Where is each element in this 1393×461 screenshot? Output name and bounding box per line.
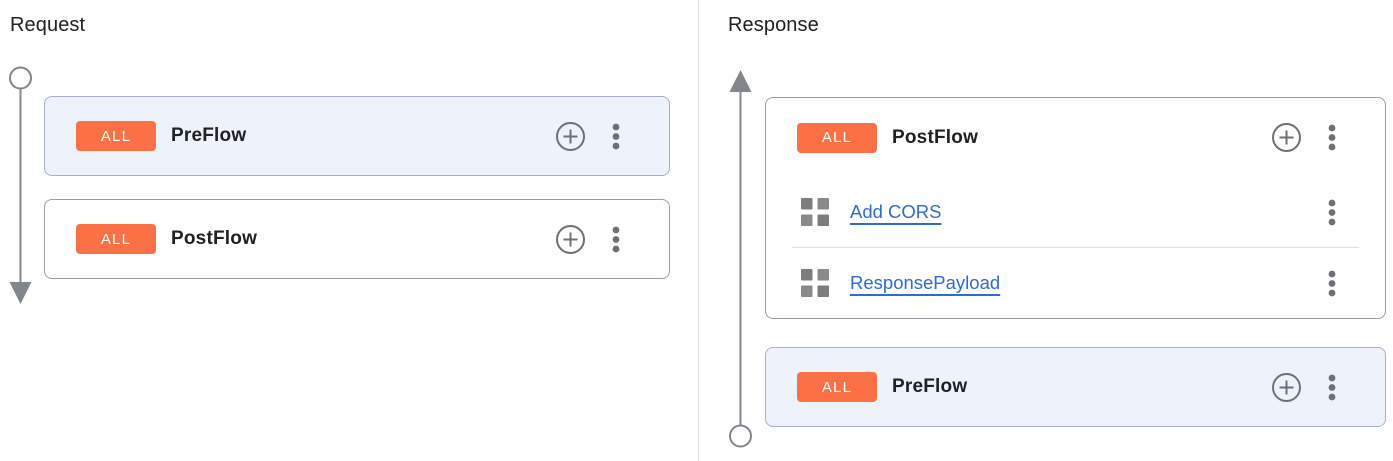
- add-policy-button[interactable]: [555, 121, 586, 152]
- more-options-button[interactable]: [1327, 374, 1337, 401]
- more-options-button[interactable]: [1327, 124, 1337, 151]
- more-options-button[interactable]: [611, 226, 621, 253]
- flow-name: PostFlow: [892, 126, 979, 148]
- flow-card-header: ALL PostFlow: [766, 98, 1385, 177]
- add-policy-button[interactable]: [555, 224, 586, 255]
- three-dot-menu-icon: [612, 226, 620, 252]
- condition-all-badge: ALL: [76, 224, 156, 254]
- plus-circle-icon: [556, 224, 585, 254]
- policy-row-divider: [792, 247, 1359, 248]
- plus-circle-icon: [556, 121, 585, 151]
- more-options-button[interactable]: [1327, 199, 1337, 226]
- flow-name: PreFlow: [171, 125, 247, 146]
- policy-row: ResponsePayload: [766, 248, 1385, 318]
- flow-card-preflow[interactable]: ALL PreFlow: [44, 96, 670, 176]
- three-dot-menu-icon: [1328, 199, 1336, 225]
- policy-grid-icon: [801, 198, 829, 226]
- response-panel-title: Response: [728, 14, 819, 36]
- flow-name: PreFlow: [892, 376, 968, 397]
- three-dot-menu-icon: [612, 123, 620, 149]
- condition-all-badge: ALL: [797, 372, 877, 402]
- policy-link[interactable]: Add CORS: [850, 201, 942, 222]
- flow-card-preflow[interactable]: ALL PreFlow: [765, 347, 1386, 427]
- policy-grid-icon: [801, 269, 829, 297]
- more-options-button[interactable]: [611, 123, 621, 150]
- request-panel-title: Request: [10, 14, 86, 36]
- flow-card-postflow[interactable]: ALL PostFlow: [765, 97, 1386, 319]
- more-options-button[interactable]: [1327, 270, 1337, 297]
- three-dot-menu-icon: [1328, 374, 1336, 400]
- plus-circle-icon: [1272, 123, 1301, 152]
- policy-link[interactable]: ResponsePayload: [850, 272, 1001, 293]
- three-dot-menu-icon: [1328, 270, 1336, 296]
- response-timeline-arrow-up-icon: [729, 70, 752, 448]
- policy-row: Add CORS: [766, 177, 1385, 247]
- request-timeline-arrow-down-icon: [9, 66, 32, 304]
- plus-circle-icon: [1272, 372, 1301, 402]
- flow-card-postflow[interactable]: ALL PostFlow: [44, 199, 670, 279]
- panel-divider: [698, 0, 699, 461]
- flow-name: PostFlow: [171, 228, 258, 249]
- add-policy-button[interactable]: [1271, 122, 1302, 153]
- three-dot-menu-icon: [1328, 124, 1336, 151]
- add-policy-button[interactable]: [1271, 372, 1302, 403]
- condition-all-badge: ALL: [76, 121, 156, 151]
- condition-all-badge: ALL: [797, 122, 877, 153]
